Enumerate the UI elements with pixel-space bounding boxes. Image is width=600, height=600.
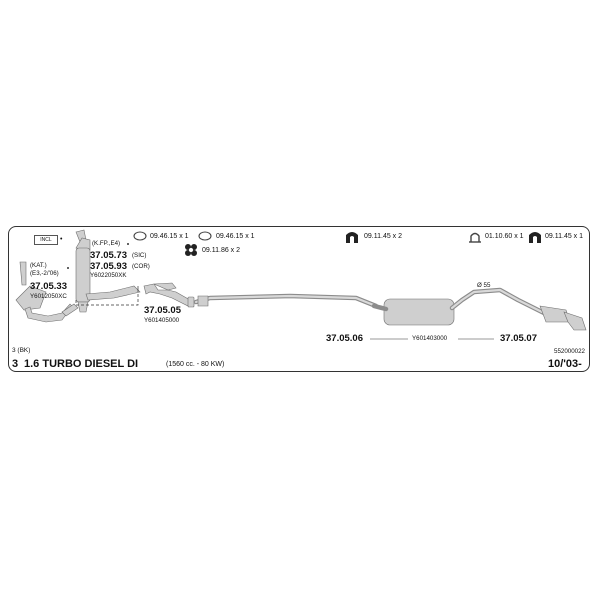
diameter-label: Ø 55 [477, 282, 491, 289]
cat-front-code: 37.05.33 [30, 281, 67, 292]
front-pipe-ref: Y601405000 [144, 317, 180, 324]
pipe-flange [197, 295, 209, 307]
clamp-block-icon [185, 244, 197, 256]
cat-front-ref: Y6012050XC [30, 293, 67, 300]
incl-box: INCL [34, 235, 58, 245]
cat-front-note-kat: (KAT.) [30, 262, 47, 269]
catalog-number: 552000022 [554, 348, 585, 355]
front-catalyst-part [15, 261, 79, 323]
middle-code: 37.05.06 [326, 333, 363, 344]
hardware-label-3: 09.11.86 x 2 [202, 247, 241, 254]
hardware-label-2: 09.46.15 x 1 [216, 233, 255, 240]
dpf-code-cor: 37.05.93 [90, 261, 127, 272]
model-number: 3 [12, 358, 19, 370]
hardware-label-4: 09.11.45 x 2 [364, 233, 403, 240]
dpf-suffix-sic: (SIC) [132, 252, 147, 259]
gasket-ring-icon [133, 231, 147, 241]
model-title: 1.6 TURBO DIESEL DI [24, 358, 139, 370]
u-clamp-icon [469, 232, 481, 243]
gasket-ring-icon [198, 231, 212, 241]
dpf-suffix-cor: (COR) [132, 263, 150, 270]
model-spec: (1560 cc. - 80 KW) [166, 361, 225, 368]
dpf-group-outline [75, 284, 139, 306]
hardware-label-5: 01.10.60 x 1 [485, 233, 524, 240]
variant-label: 3 (BK) [12, 347, 31, 354]
middle-ref: Y601403000 [412, 335, 448, 342]
rubber-hanger-icon [529, 232, 541, 243]
rear-code: 37.05.07 [500, 333, 537, 344]
date-range: 10/'03- [548, 358, 582, 370]
incl-label: INCL [40, 237, 52, 243]
front-pipe-part [143, 282, 195, 308]
hardware-label-1: 09.46.15 x 1 [150, 233, 189, 240]
hardware-label-6: 09.11.45 x 1 [545, 233, 584, 240]
incl-dot: • [60, 236, 63, 243]
dpf-part [75, 229, 141, 313]
rubber-hanger-icon [346, 232, 358, 243]
cat-front-note-e3: (E3,-2/'06) [30, 270, 59, 277]
exhaust-system-panel [8, 226, 590, 372]
dpf-ref: Y6022050XK [90, 272, 127, 279]
dpf-code-sic: 37.05.73 [90, 250, 127, 261]
front-pipe-code: 37.05.05 [144, 305, 181, 316]
rear-silencer-part [371, 287, 587, 331]
dpf-note: (K.FP.,E4) [92, 240, 121, 247]
